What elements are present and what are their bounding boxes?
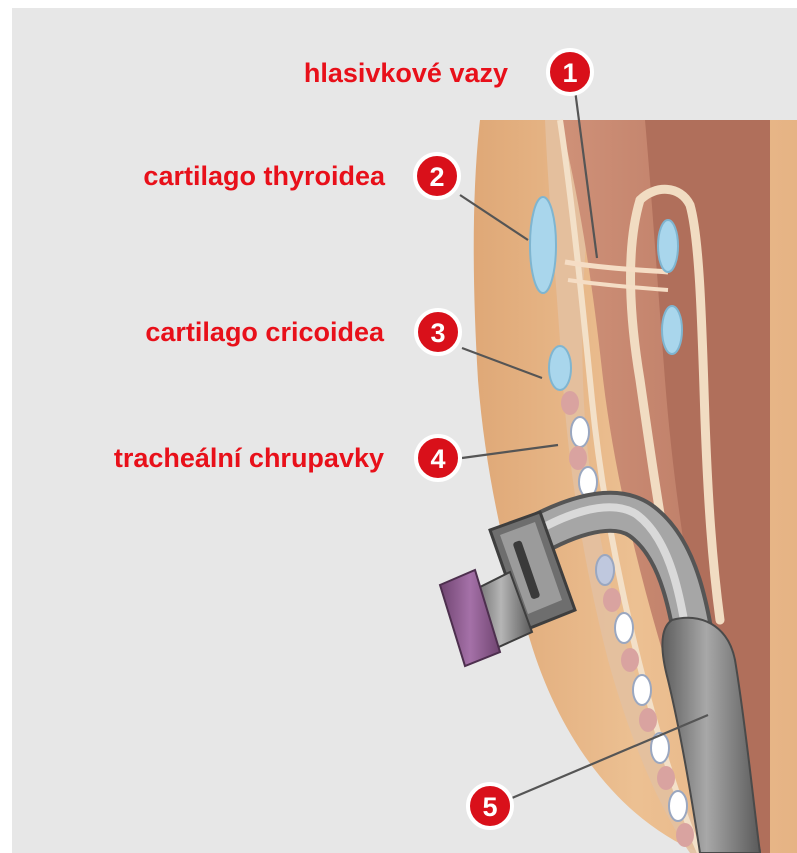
badge-5: 5 bbox=[468, 784, 512, 828]
numbered-badge-icon: 3 bbox=[430, 318, 445, 348]
badge-1: 1 bbox=[548, 50, 592, 94]
arytenoid-cartilage bbox=[658, 220, 678, 272]
numbered-badge-icon: 1 bbox=[562, 58, 577, 88]
label-2-text: cartilago thyroidea bbox=[143, 161, 386, 191]
label-3-text: cartilago cricoidea bbox=[145, 317, 385, 347]
thyroid-cartilage bbox=[530, 197, 556, 293]
cricoid-cartilage bbox=[549, 346, 571, 390]
label-4-text: tracheální chrupavky bbox=[114, 443, 384, 473]
cricoid-posterior bbox=[662, 306, 682, 354]
numbered-badge-icon: 5 bbox=[482, 792, 497, 822]
numbered-badge-icon: 2 bbox=[429, 162, 444, 192]
numbered-badge-icon: 4 bbox=[430, 444, 445, 474]
badge-2: 2 bbox=[415, 154, 459, 198]
badge-4: 4 bbox=[416, 436, 460, 480]
badge-3: 3 bbox=[416, 310, 460, 354]
label-1-text: hlasivkové vazy bbox=[304, 58, 508, 88]
